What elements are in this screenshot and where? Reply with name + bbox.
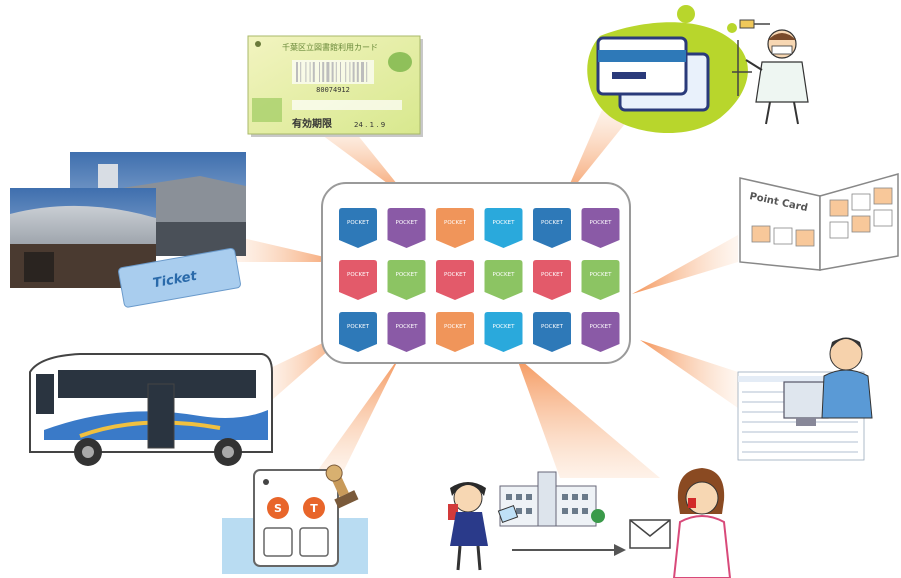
- pocket-label: POCKET: [444, 220, 467, 226]
- pocket-shape: [533, 260, 571, 300]
- ticket-icon: Ticket: [118, 247, 241, 308]
- connection-beams: [230, 110, 738, 478]
- pocket-tile: POCKET: [533, 260, 571, 300]
- beam-building: [230, 235, 346, 262]
- pocket-label: POCKET: [396, 324, 419, 330]
- pocket-label: POCKET: [493, 220, 516, 226]
- pocket-label: POCKET: [444, 324, 467, 330]
- arrow-to-mail: [512, 544, 626, 556]
- stamp-tool-icon: [325, 464, 359, 509]
- pocket-tile: POCKET: [387, 312, 426, 352]
- beam-stamp: [318, 356, 400, 470]
- dentist-icon: [732, 19, 809, 125]
- pocket-shape: [436, 260, 474, 300]
- beam-office: [640, 340, 738, 408]
- pocket-label: POCKET: [347, 272, 370, 278]
- pocket-tile: POCKET: [484, 260, 523, 300]
- pocket-tile: POCKET: [581, 312, 620, 352]
- bus-icon: [29, 353, 273, 466]
- pocket-card: POCKET POCKET POCKET POCKET POCKET POCKET POCK…: [321, 182, 631, 364]
- pocket-label: POCKET: [444, 272, 467, 278]
- library-card-expiry: 有効期限: [292, 117, 333, 130]
- mail-icon: [629, 519, 671, 549]
- pocket-label: POCKET: [541, 220, 564, 226]
- beam-credit: [562, 110, 628, 202]
- pocket-shape: [581, 260, 620, 300]
- pocket-label: POCKET: [493, 272, 516, 278]
- beam-pointcard: [632, 235, 738, 294]
- pocket-shape: [533, 208, 571, 248]
- credit-card-group: [587, 5, 748, 134]
- pocket-label: POCKET: [493, 324, 516, 330]
- stamp-card-icon: S T: [222, 464, 368, 574]
- pocket-label: POCKET: [396, 272, 419, 278]
- pocket-tile: POCKET: [484, 208, 523, 248]
- pocket-shape: [387, 312, 426, 352]
- pocket-tile: POCKET: [436, 312, 474, 352]
- pocket-label: POCKET: [590, 220, 613, 226]
- beam-school: [516, 356, 660, 478]
- library-logo-icon: [388, 52, 412, 72]
- pocket-tile: POCKET: [581, 208, 620, 248]
- schoolchild-icon: [448, 482, 519, 571]
- library-card-expiry-date: 24 . 1 . 9: [354, 121, 385, 129]
- pocket-shape: [581, 208, 620, 248]
- stamp-letter-s: S: [274, 502, 282, 515]
- mother-phone-icon: [672, 468, 732, 578]
- pocket-tile: POCKET: [533, 312, 571, 352]
- pocket-grid: POCKET POCKET POCKET POCKET POCKET POCKET POCK…: [339, 208, 620, 352]
- pocket-tile: POCKET: [484, 312, 523, 352]
- pocket-tile: POCKET: [339, 260, 377, 300]
- library-card: 千葉区立図書館利用カード 80074912 有効期限 24 . 1 . 9: [247, 35, 423, 137]
- pocket-label: POCKET: [347, 220, 370, 226]
- pocket-shape: [484, 208, 523, 248]
- pocket-shape: [484, 260, 523, 300]
- pocket-tile: POCKET: [339, 208, 377, 248]
- pocket-label: POCKET: [590, 324, 613, 330]
- library-card-title: 千葉区立図書館利用カード: [282, 42, 378, 52]
- pocket-shape: [387, 208, 426, 248]
- pocket-tile: POCKET: [436, 208, 474, 248]
- pocket-shape: [484, 312, 523, 352]
- pocket-label: POCKET: [590, 272, 613, 278]
- pocket-shape: [339, 208, 377, 248]
- pocket-label: POCKET: [541, 272, 564, 278]
- pocket-shape: [387, 260, 426, 300]
- point-card-icon: Point Card: [739, 173, 899, 271]
- office-worker-icon: [737, 337, 873, 461]
- pocket-tile: POCKET: [387, 208, 426, 248]
- stamp-letter-t: T: [310, 502, 318, 515]
- pocket-label: POCKET: [396, 220, 419, 226]
- pocket-tile: POCKET: [436, 260, 474, 300]
- pocket-tile: POCKET: [533, 208, 571, 248]
- pocket-shape: [339, 260, 377, 300]
- pocket-shape: [436, 208, 474, 248]
- library-card-number: 80074912: [316, 86, 350, 94]
- school-building-icon: [499, 471, 605, 527]
- pocket-label: POCKET: [541, 324, 564, 330]
- pocket-shape: [436, 312, 474, 352]
- pocket-tile: POCKET: [339, 312, 377, 352]
- pocket-shape: [339, 312, 377, 352]
- credit-card-icon: [596, 36, 688, 96]
- pocket-shape: [581, 312, 620, 352]
- pocket-label: POCKET: [347, 324, 370, 330]
- pocket-tile: POCKET: [581, 260, 620, 300]
- pocket-shape: [533, 312, 571, 352]
- pocket-tile: POCKET: [387, 260, 426, 300]
